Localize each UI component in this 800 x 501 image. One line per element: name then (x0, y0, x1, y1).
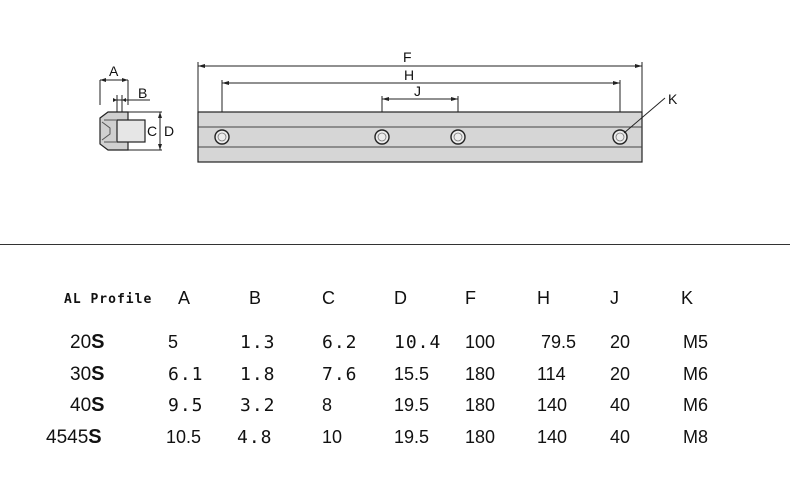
dim-label-k: K (668, 91, 678, 107)
dim-label-f: F (403, 49, 412, 65)
value-h: 114 (537, 364, 566, 384)
header-a: A (178, 288, 191, 308)
dim-label-j: J (414, 83, 421, 99)
dim-label-c: C (147, 123, 157, 139)
value-c: 8 (322, 395, 333, 415)
value-k: M8 (683, 427, 709, 447)
value-f: 180 (465, 395, 496, 415)
side-profile-view: A B C D (99, 63, 174, 151)
hole (450, 129, 466, 145)
hole (214, 129, 230, 145)
value-d: 19.5 (394, 395, 430, 415)
header-h: H (537, 288, 550, 308)
profile-cell: 4545S (46, 426, 102, 449)
profile-number: 4545 (46, 427, 89, 448)
header-profile: AL Profile (64, 292, 153, 307)
profile-suffix: S (88, 426, 102, 448)
section-divider (0, 244, 790, 245)
value-a: 6.1 (168, 364, 204, 385)
profile-number: 20 (70, 332, 92, 353)
value-h: 140 (537, 395, 568, 415)
header-c: C (322, 288, 335, 308)
value-b: 3.2 (240, 395, 276, 416)
value-a: 9.5 (168, 395, 204, 416)
value-j: 40 (610, 395, 631, 415)
value-b: 1.8 (240, 364, 276, 385)
profile-suffix: S (91, 331, 105, 353)
dim-label-d: D (164, 123, 174, 139)
value-k: M6 (683, 364, 709, 384)
dim-label-b: B (138, 85, 147, 101)
value-d: 19.5 (394, 427, 430, 447)
value-j: 20 (610, 364, 631, 384)
value-f: 180 (465, 427, 496, 447)
value-c: 7.6 (322, 364, 358, 385)
profile-cell: 40S (70, 394, 104, 417)
value-c: 6.2 (322, 332, 358, 353)
value-a: 10.5 (166, 427, 202, 447)
dim-label-h: H (404, 67, 414, 83)
value-h: 79.5 (541, 332, 577, 352)
profile-cell: 30S (70, 363, 104, 386)
value-j: 40 (610, 427, 631, 447)
header-d: D (394, 288, 407, 308)
hole (612, 129, 628, 145)
value-k: M6 (683, 395, 709, 415)
value-j: 20 (610, 332, 631, 352)
value-a: 5 (168, 332, 179, 352)
profile-number: 30 (70, 364, 92, 385)
value-f: 100 (465, 332, 496, 352)
header-b: B (249, 288, 262, 308)
value-f: 180 (465, 364, 496, 384)
value-h: 140 (537, 427, 568, 447)
profile-cell: 20S (70, 331, 104, 354)
header-j: J (610, 288, 619, 308)
value-c: 10 (322, 427, 343, 447)
dim-label-a: A (109, 63, 119, 79)
value-b: 1.3 (240, 332, 276, 353)
profile-number: 40 (70, 395, 92, 416)
header-k: K (681, 288, 694, 308)
profile-suffix: S (91, 363, 105, 385)
value-d: 15.5 (394, 364, 430, 384)
value-d: 10.4 (394, 332, 442, 353)
header-f: F (465, 288, 476, 308)
profile-suffix: S (91, 394, 105, 416)
technical-drawing: A B C D F (99, 49, 678, 163)
hole (374, 129, 390, 145)
value-b: 4.8 (237, 427, 273, 448)
front-bar-view: F H J (197, 49, 678, 163)
value-k: M5 (683, 332, 709, 352)
